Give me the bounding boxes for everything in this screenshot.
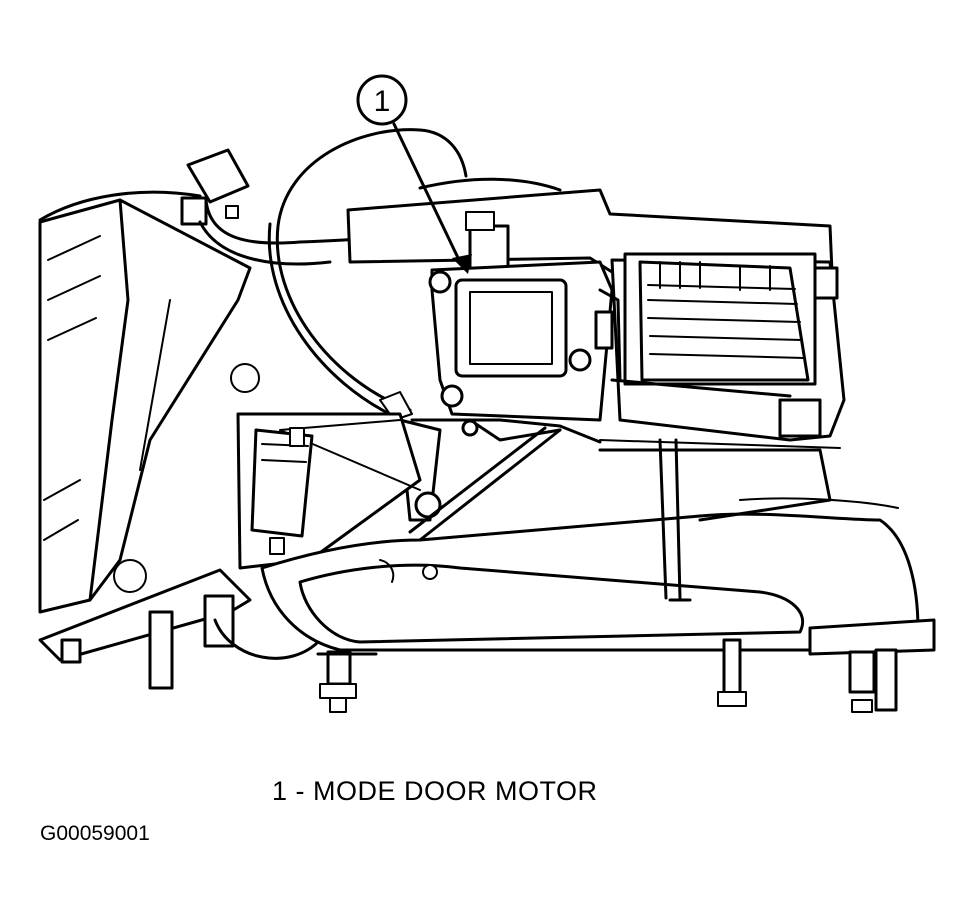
figure-id: G00059001	[40, 822, 150, 845]
inner-frame	[236, 412, 422, 570]
door-linkage	[398, 418, 602, 542]
mode-door-motor	[428, 260, 622, 422]
hvac-housing-illustration: 1	[38, 74, 936, 713]
left-mounting-bracket	[38, 568, 322, 690]
distribution-duct	[260, 438, 920, 652]
mounting-studs	[316, 618, 936, 713]
blower-housing	[610, 252, 846, 442]
callout-number: 1	[374, 85, 391, 118]
wire-harness-loop	[267, 128, 468, 421]
left-housing	[38, 190, 260, 614]
figure-caption: 1 - MODE DOOR MOTOR	[272, 776, 598, 806]
callout-1: 1	[356, 74, 472, 274]
